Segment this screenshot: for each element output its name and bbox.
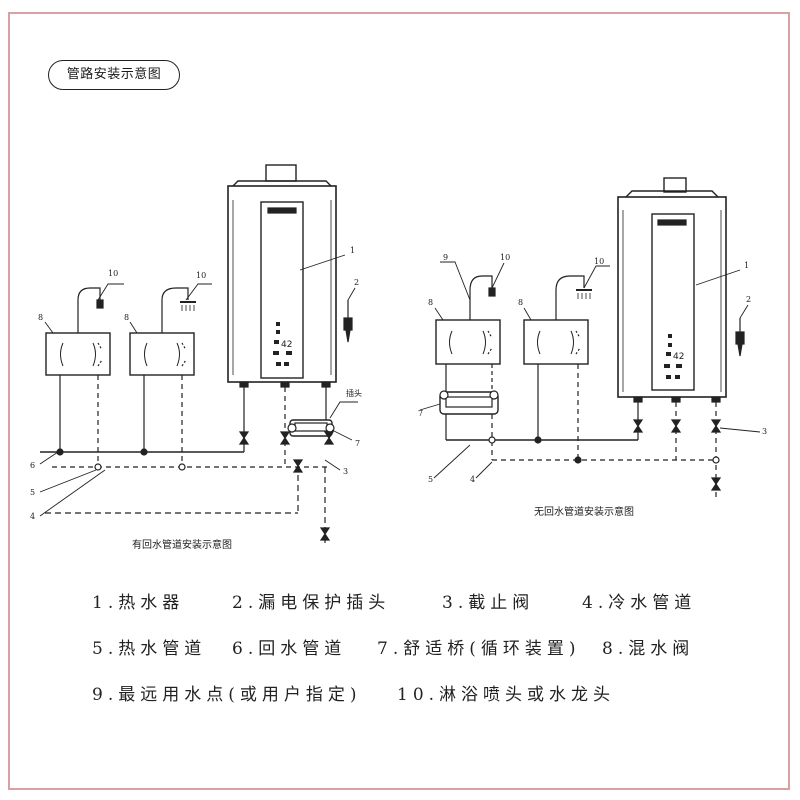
right-leader-lines bbox=[419, 261, 761, 479]
right-callout-3: 3 bbox=[762, 427, 767, 436]
legend-item-8: 8.混水阀 bbox=[602, 639, 695, 659]
left-cold-water-pipe bbox=[52, 375, 330, 468]
right-hot-water-pipe bbox=[445, 364, 639, 441]
left-callout-2: 2 bbox=[354, 278, 359, 287]
right-callout-4: 4 bbox=[470, 475, 475, 484]
left-mixing-valve-1 bbox=[45, 332, 111, 376]
right-shower-head bbox=[555, 275, 592, 320]
left-callout-3: 3 bbox=[343, 467, 348, 476]
right-diagram: 42 bbox=[419, 177, 761, 500]
right-callout-10b: 10 bbox=[594, 257, 604, 266]
legend-item-4: 4.冷水管道 bbox=[582, 593, 697, 613]
left-leader-lines bbox=[39, 254, 358, 517]
right-mixing-valve-2 bbox=[523, 319, 589, 365]
left-water-heater: 42 bbox=[227, 164, 337, 388]
left-callout-plug: 插头 bbox=[346, 388, 362, 398]
right-stop-valves bbox=[632, 419, 722, 491]
left-stop-valves bbox=[238, 431, 335, 541]
legend-item-6: 6.回水管道 bbox=[232, 639, 347, 659]
right-diagram-caption: 无回水管道安装示意图 bbox=[534, 507, 634, 518]
right-mixing-valve-1 bbox=[435, 319, 501, 365]
left-leakage-plug bbox=[343, 300, 353, 343]
left-shower-head bbox=[161, 287, 196, 333]
left-diagram: 42 bbox=[39, 164, 358, 545]
legend-item-1: 1.热水器 bbox=[92, 593, 185, 613]
left-return-pipe bbox=[45, 467, 326, 545]
legend-item-2: 2.漏电保护插头 bbox=[232, 593, 391, 613]
left-callout-1: 1 bbox=[350, 246, 355, 255]
right-leakage-plug bbox=[735, 318, 745, 357]
left-callout-5: 5 bbox=[30, 488, 35, 497]
left-callout-6: 6 bbox=[30, 461, 35, 470]
right-callout-10a: 10 bbox=[500, 253, 510, 262]
right-heater-display: 42 bbox=[673, 352, 684, 362]
right-callout-7: 7 bbox=[418, 409, 423, 418]
legend-item-3: 3.截止阀 bbox=[442, 593, 535, 613]
left-callout-4: 4 bbox=[30, 512, 35, 521]
left-mixing-valve-2 bbox=[129, 332, 195, 376]
right-callout-9: 9 bbox=[443, 253, 448, 262]
legend-item-7: 7.舒适桥(循环装置) bbox=[377, 639, 581, 659]
left-callout-10a: 10 bbox=[108, 269, 118, 278]
left-diagram-caption: 有回水管道安装示意图 bbox=[132, 540, 232, 551]
legend-item-10: 10.淋浴喷头或水龙头 bbox=[397, 685, 616, 705]
right-cold-water-pipe bbox=[491, 364, 718, 500]
legend-item-5: 5.热水管道 bbox=[92, 639, 207, 659]
page-title: 管路安装示意图 bbox=[48, 60, 180, 90]
right-callout-8b: 8 bbox=[518, 298, 523, 307]
legend-item-9: 9.最远用水点(或用户指定) bbox=[92, 685, 362, 705]
left-callout-10b: 10 bbox=[196, 271, 206, 280]
right-faucet bbox=[469, 275, 496, 320]
right-water-heater: 42 bbox=[617, 177, 727, 403]
right-callout-2: 2 bbox=[746, 295, 751, 304]
page-frame bbox=[8, 12, 790, 790]
left-heater-display: 42 bbox=[281, 340, 292, 350]
left-callout-8b: 8 bbox=[124, 313, 129, 322]
left-faucet bbox=[77, 287, 104, 333]
right-callout-5: 5 bbox=[428, 475, 433, 484]
right-callout-1: 1 bbox=[744, 261, 749, 270]
left-comfort-bridge bbox=[287, 387, 335, 437]
left-hot-water-pipe bbox=[40, 375, 245, 453]
right-comfort-bridge bbox=[439, 364, 499, 415]
left-callout-7: 7 bbox=[355, 439, 360, 448]
left-callout-8a: 8 bbox=[38, 313, 43, 322]
right-callout-8a: 8 bbox=[428, 298, 433, 307]
